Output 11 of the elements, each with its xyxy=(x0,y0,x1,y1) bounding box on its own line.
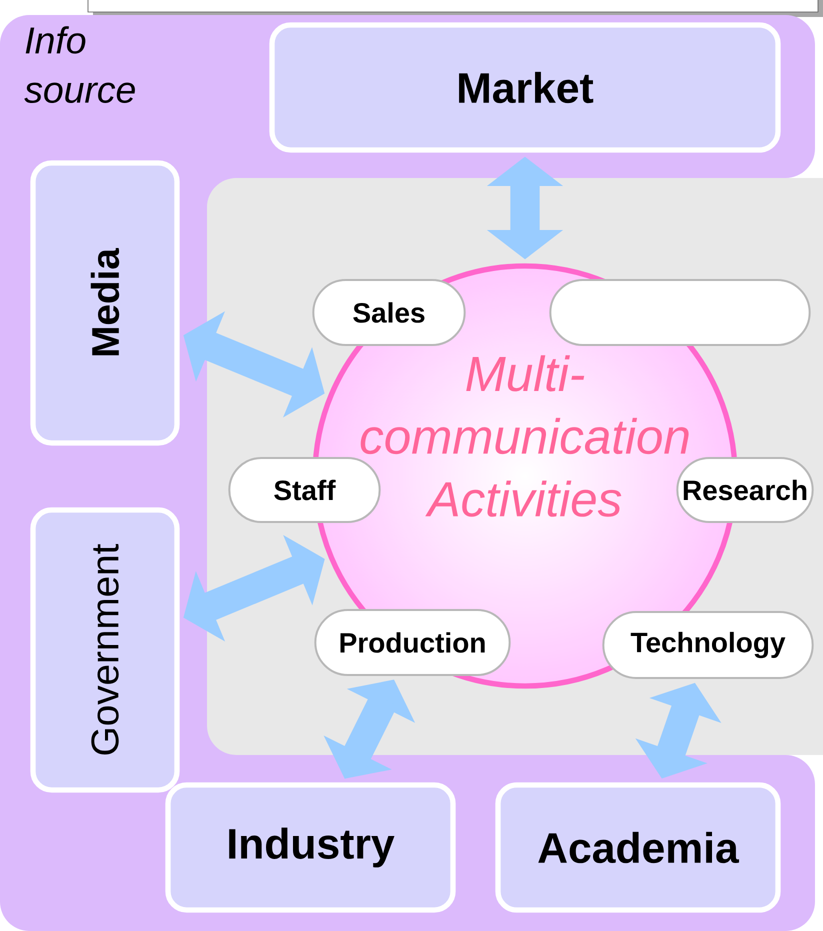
source-box: Market xyxy=(269,22,781,153)
topic-pill: Staff xyxy=(228,457,381,523)
topic-pill: Production xyxy=(314,609,511,676)
source-box: Industry xyxy=(165,782,456,913)
topic-pill xyxy=(549,279,811,346)
source-box: Government xyxy=(30,507,180,793)
topic-pill: Research xyxy=(676,457,814,523)
source-box: Media xyxy=(30,160,180,446)
topic-pill: Sales xyxy=(312,279,466,346)
topic-pill: Technology xyxy=(602,611,814,679)
source-box: Academia xyxy=(495,782,781,913)
